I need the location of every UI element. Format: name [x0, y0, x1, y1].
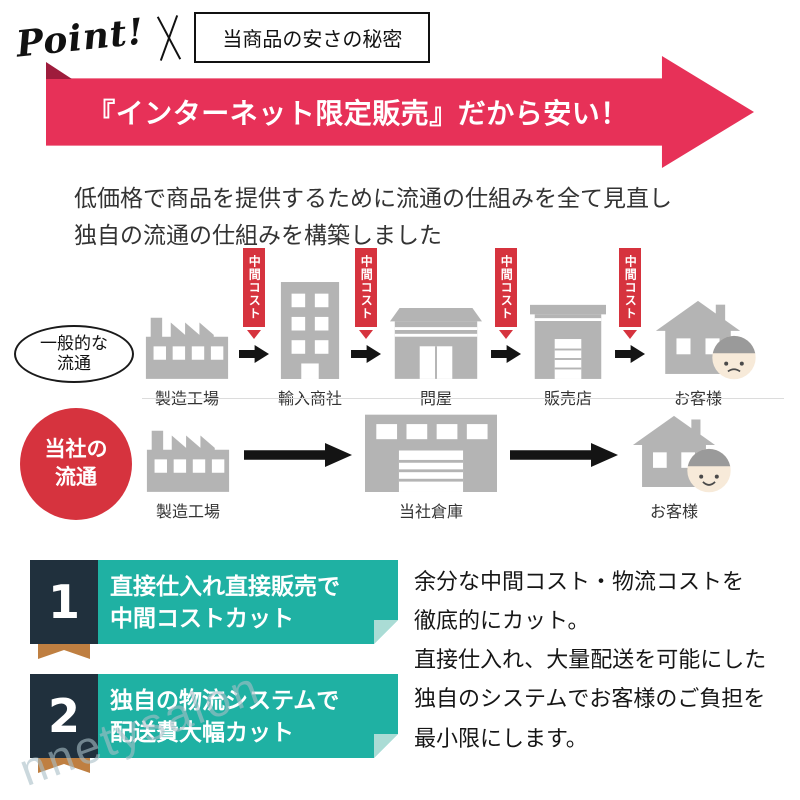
- company-warehouse-icon: [365, 414, 497, 492]
- banner-text: 『インターネット限定販売』だから安い！: [87, 98, 629, 129]
- cost-badge: 中間コスト: [494, 248, 518, 327]
- cost-badge: 中間コスト: [242, 248, 266, 327]
- point-text: 独自の物流システムで 配送費大幅カット: [98, 674, 398, 758]
- factory-icon: [146, 430, 230, 492]
- description-line: 余分な中間コスト・物流コストを: [414, 569, 745, 594]
- flow-step-trader: 輸入商社: [278, 282, 342, 409]
- points-section: 1 直接仕入れ直接販売で 中間コストカット 2 独自の物流システムで 配送費大幅…: [30, 560, 794, 773]
- ribbon-tail: [38, 644, 90, 659]
- section-divider: [142, 398, 784, 399]
- point-line-1: 直接仕入れ直接販売で: [110, 572, 340, 599]
- company-flow: 当社の 流通 製造工場 当社倉庫: [20, 408, 776, 522]
- arrow-right-icon: [239, 345, 269, 363]
- point-number-badge: 1: [30, 560, 98, 644]
- warehouse-icon: [390, 307, 483, 379]
- flow-connector: 中間コスト: [236, 248, 272, 363]
- arrow-right-icon: [491, 345, 522, 363]
- customer-face-icon: [687, 448, 731, 493]
- house-icon: [632, 415, 716, 487]
- description-line: 独自のシステムでお客様のご負担を: [414, 686, 766, 712]
- company-flow-label-line2: 流通: [55, 466, 97, 489]
- intro-line-2: 独自の流通の仕組みを構築しました: [74, 222, 442, 249]
- general-flow-label-line2: 流通: [57, 354, 91, 373]
- cross-line: [157, 15, 182, 60]
- flow-step-factory: 製造工場: [144, 308, 230, 409]
- flow-step-customer: お客様: [654, 299, 756, 409]
- house-with-face: [654, 299, 756, 380]
- description-line: 直接仕入れ、大量配送を可能にした: [414, 647, 767, 673]
- description-line: 徹底的にカット。: [414, 608, 590, 634]
- intro-line-1: 低価格で商品を提供するために流通の仕組みを全て見直し: [74, 185, 672, 211]
- points-column: 1 直接仕入れ直接販売で 中間コストカット 2 独自の物流システムで 配送費大幅…: [30, 560, 398, 773]
- description-text: 余分な中間コスト・物流コストを 徹底的にカット。 直接仕入れ、大量配送を可能にし…: [414, 560, 794, 758]
- point-line-2: 配送費大幅カット: [110, 719, 294, 745]
- header: Point! 当商品の安さの秘密: [14, 10, 431, 65]
- arrow-right-icon: [351, 345, 382, 363]
- point-line-2: 中間コストカット: [110, 605, 294, 631]
- cost-badge: 中間コスト: [618, 248, 642, 327]
- general-flow-label-line1: 一般的な: [40, 333, 108, 353]
- banner-arrow: 『インターネット限定販売』だから安い！: [46, 56, 754, 168]
- step-label: 製造工場: [154, 391, 219, 408]
- company-flow-label-line1: 当社の: [44, 437, 108, 461]
- arrow-right-icon: [510, 443, 618, 467]
- cross-mark: [154, 14, 184, 61]
- store-icon: [530, 304, 607, 379]
- factory-icon: [145, 317, 229, 379]
- banner-fold: [46, 62, 72, 79]
- point-box-1: 1 直接仕入れ直接販売で 中間コストカット: [30, 560, 398, 659]
- flow-step-store: 販売店: [530, 301, 607, 409]
- office-building-icon: [280, 282, 340, 379]
- flow-step-warehouse: 当社倉庫: [365, 409, 497, 522]
- arrow-down-icon: [623, 330, 638, 339]
- flow-connector: 中間コスト: [488, 248, 524, 363]
- intro-text: 低価格で商品を提供するために流通の仕組みを全て見直し 独自の流通の仕組みを構築し…: [74, 180, 672, 255]
- header-title: 当商品の安さの秘密: [194, 12, 431, 63]
- point-text: 直接仕入れ直接販売で 中間コストカット: [98, 560, 398, 644]
- point-number-badge: 2: [30, 674, 98, 758]
- general-flow-label: 一般的な 流通: [14, 325, 134, 383]
- arrow-down-icon: [359, 330, 374, 339]
- step-label: お客様: [649, 504, 698, 521]
- flow-step-customer: お客様: [631, 414, 731, 522]
- customer-face-icon: [712, 335, 756, 380]
- description-line: 最小限にします。: [414, 725, 588, 751]
- arrow-right-icon: [244, 443, 352, 467]
- point-box-2: 2 独自の物流システムで 配送費大幅カット: [30, 674, 398, 773]
- arrow-right-icon: [615, 345, 646, 363]
- point-line-1: 独自の物流システムで: [110, 686, 340, 713]
- company-flow-label: 当社の 流通: [20, 408, 132, 520]
- flow-step-wholesaler: 問屋: [390, 304, 483, 409]
- step-label: 販売店: [544, 391, 593, 408]
- flow-connector: 中間コスト: [348, 248, 384, 363]
- flow-step-factory: 製造工場: [145, 421, 231, 522]
- flow-connector: 中間コスト: [612, 248, 648, 363]
- house-with-face: [631, 414, 731, 493]
- step-label: お客様: [674, 391, 723, 408]
- general-flow: 一般的な 流通 製造工場 中間コスト 輸入商社: [14, 248, 790, 409]
- step-label: 当社倉庫: [398, 504, 463, 521]
- ribbon-tail: [38, 758, 90, 773]
- step-label: 製造工場: [155, 504, 220, 521]
- arrow-down-icon: [499, 330, 514, 339]
- cost-badge: 中間コスト: [354, 248, 378, 327]
- step-label: 問屋: [420, 391, 453, 408]
- step-label: 輸入商社: [278, 391, 343, 408]
- arrow-down-icon: [247, 330, 261, 339]
